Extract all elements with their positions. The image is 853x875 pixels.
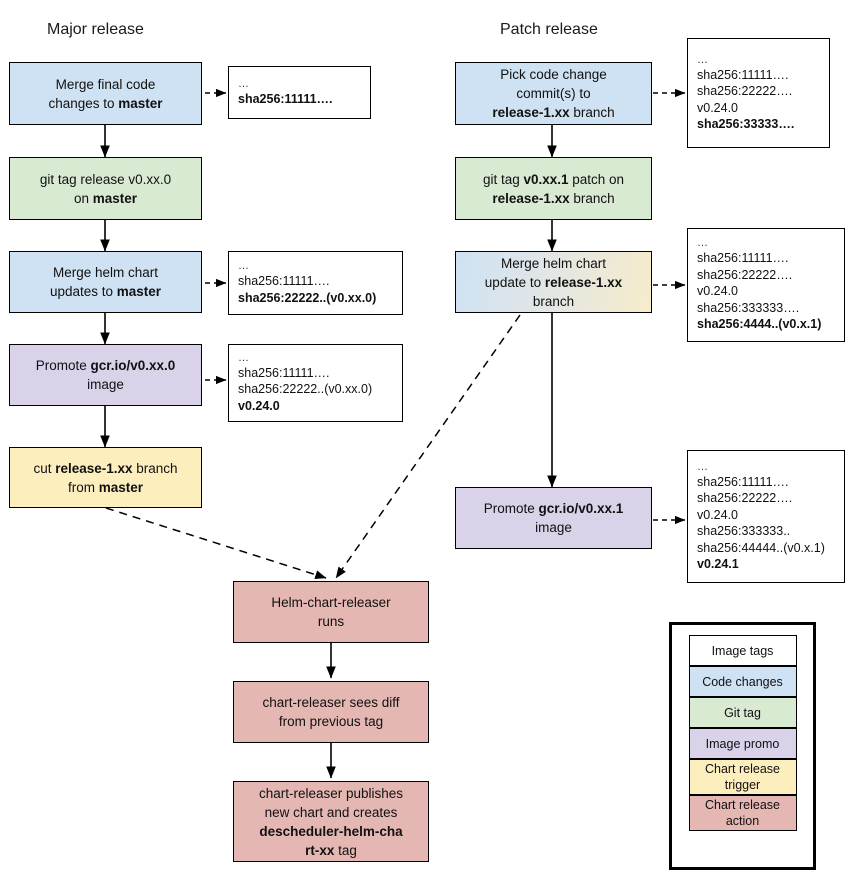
legend-item-git-tag: Git tag xyxy=(688,697,797,728)
tag-line: v0.24.0 xyxy=(697,100,739,115)
tag-line: sha256:22222…. xyxy=(697,491,793,505)
tagbox-after-pick-code-change: …sha256:11111…. sha256:22222…. v0.24.0 sha2… xyxy=(687,38,830,148)
legend-item-chart-release-trigger: Chart release trigger xyxy=(688,759,797,795)
tag-line: sha256:11111…. xyxy=(238,91,333,106)
tag-line: sha256:333333.. xyxy=(697,524,791,538)
legend-item-label: Image tags xyxy=(711,643,774,658)
tag-line: … xyxy=(238,260,250,272)
tagbox-after-merge-final-code: …sha256:11111…. xyxy=(228,66,371,119)
tag-line: sha256:44444..(v0.x.1) xyxy=(697,540,825,555)
tag-line: … xyxy=(697,237,709,250)
tag-line: sha256:22222..(v0.xx.0) xyxy=(238,382,373,397)
legend-item-chart-release-action: Chart release action xyxy=(688,795,797,831)
tag-line: v0.24.0 xyxy=(697,284,739,299)
tag-line: sha256:11111…. xyxy=(238,365,330,380)
tag-line: sha256:22222…. xyxy=(697,84,793,98)
tag-line: sha256:11111…. xyxy=(697,67,789,82)
tag-line: sha256:11111…. xyxy=(697,251,789,266)
tag-line: … xyxy=(697,460,709,473)
tagbox-after-promote-major: …sha256:11111…. sha256:22222..(v0.xx.0)v0… xyxy=(228,344,403,422)
legend-item-label: Image promo xyxy=(705,736,780,751)
major-release-title: Major release xyxy=(47,21,144,38)
legend-item-image-promo: Image promo xyxy=(688,728,797,759)
tag-line: sha256:4444..(v0.x.1) xyxy=(697,317,822,332)
tag-line: v0.24.1 xyxy=(697,557,739,571)
patch-release-title: Patch release xyxy=(500,21,598,38)
legend-item-label: Code changes xyxy=(702,674,783,689)
legend-item-label: Chart release action xyxy=(704,798,781,828)
dashed-cut-to-releaser xyxy=(105,507,327,580)
legend-item-code-changes: Code changes xyxy=(688,666,797,697)
tag-line: sha256:22222…. xyxy=(697,267,793,282)
tag-line: v0.24.0 xyxy=(238,398,280,413)
tag-line: sha256:22222..(v0.xx.0) xyxy=(238,290,377,305)
legend-item-label: Git tag xyxy=(724,705,761,720)
tag-line: … xyxy=(697,53,709,66)
tagbox-after-promote-patch: …sha256:11111…. sha256:22222…. v0.24.0 sha2… xyxy=(687,450,845,583)
tagbox-after-merge-helm-master: … sha256:11111…. sha256:22222..(v0.xx.0) xyxy=(228,251,403,315)
tag-line: … xyxy=(238,351,250,364)
tag-line: sha256:11111…. xyxy=(697,474,789,489)
tag-line: sha256:33333…. xyxy=(697,117,795,131)
legend-item-label: Chart release trigger xyxy=(704,762,781,792)
tag-line: v0.24.0 xyxy=(697,507,739,522)
legend-item-image-tags: Image tags xyxy=(688,635,797,666)
tag-line: sha256:11111…. xyxy=(238,274,330,288)
tag-line: sha256:333333…. xyxy=(697,300,800,315)
tag-line: … xyxy=(238,77,250,90)
